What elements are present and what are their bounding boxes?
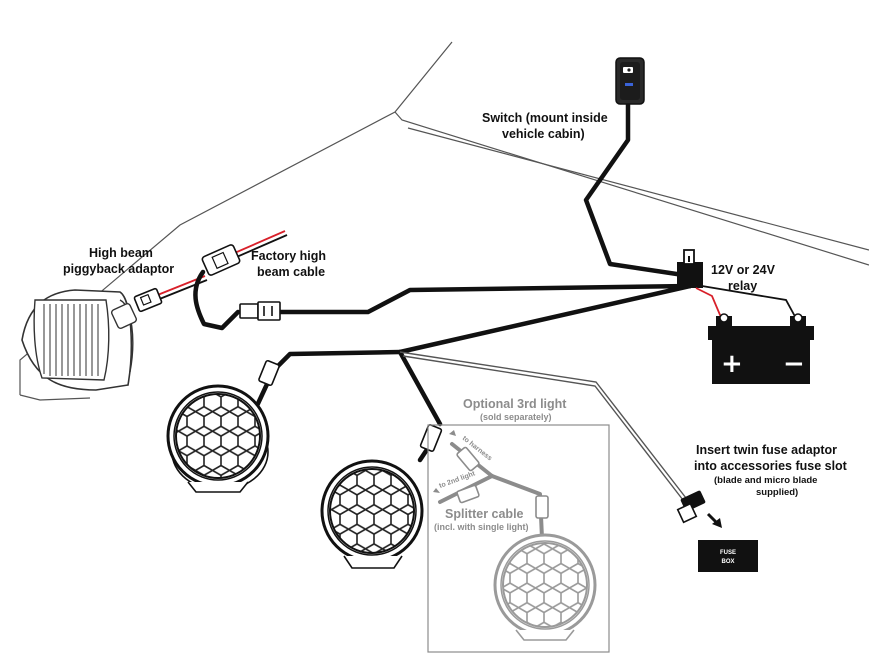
- driving-light-center: [320, 459, 424, 569]
- relay-label-line1: 12V or 24V: [711, 263, 776, 277]
- fuse-box-label-line1: FUSE: [720, 550, 736, 556]
- switch-label-line2: vehicle cabin): [502, 127, 585, 141]
- piggyback-adaptor: [133, 230, 288, 313]
- fuse-adaptor-line1: Insert twin fuse adaptor: [696, 443, 837, 457]
- splitter-cable-title: Splitter cable: [445, 507, 524, 521]
- fuse-adaptor: [676, 490, 722, 528]
- high-beam-headlight: [21, 289, 138, 391]
- harness-connectors: [239, 301, 443, 452]
- optional-light-title: Optional 3rd light: [463, 397, 567, 411]
- driving-light-optional: [493, 533, 597, 641]
- relay: [677, 249, 703, 288]
- optional-light-zone: [427, 424, 610, 653]
- fuse-box-label-line2: BOX: [721, 559, 734, 565]
- factory-label-line1: Factory high: [251, 249, 326, 263]
- battery-plus-sign: +: [721, 349, 743, 379]
- piggyback-label-line1: High beam: [89, 246, 153, 260]
- vehicle-outline: [19, 41, 869, 401]
- battery: [708, 313, 814, 384]
- optional-light-subtitle: (sold separately): [480, 412, 552, 422]
- fuse-adaptor-line3: (blade and micro blade: [714, 475, 817, 486]
- cabin-switch: [615, 57, 645, 105]
- splitter-connectors: [456, 446, 549, 519]
- factory-beam-connector: [201, 244, 241, 276]
- fuse-box: [698, 540, 758, 572]
- splitter-arrows: [433, 430, 456, 493]
- factory-label-line2: beam cable: [257, 265, 325, 279]
- switch-label-line1: Switch (mount inside: [482, 111, 608, 125]
- fuse-feed-wire: [399, 351, 687, 501]
- battery-wires: [695, 285, 799, 323]
- fuse-adaptor-line2: into accessories fuse slot: [694, 459, 848, 473]
- driving-light-left: [166, 384, 270, 493]
- piggyback-label-line2: piggyback adaptor: [63, 262, 174, 276]
- relay-label-line2: relay: [728, 279, 757, 293]
- main-harness: [193, 97, 693, 463]
- splitter-cable-subtitle: (incl. with single light): [434, 522, 529, 532]
- battery-minus-sign: −: [783, 349, 805, 379]
- fuse-adaptor-line4: supplied): [756, 487, 798, 498]
- splitter-cable: [438, 442, 544, 550]
